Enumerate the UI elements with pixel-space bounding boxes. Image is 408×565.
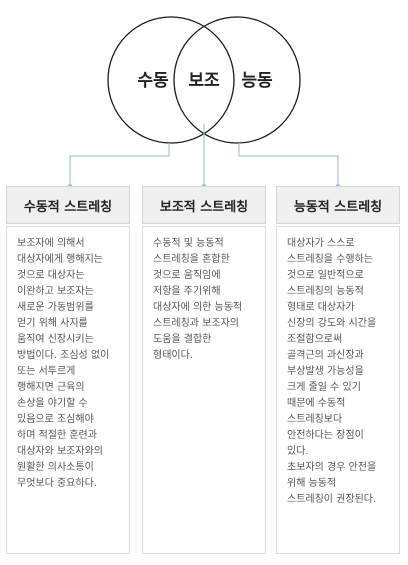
active-stretching-column: 능동적 스트레칭 대상자가 스스로 스트레칭을 수행하는 것으로 일반적으로 스… (276, 186, 400, 554)
venn-label-passive: 수동 (137, 71, 169, 91)
passive-circle (107, 16, 235, 144)
connector-passive (69, 143, 170, 186)
venn-label-assisted: 보조 (188, 71, 220, 91)
assisted-stretching-description: 수동적 및 능동적 스트레칭을 혼합한 것으로 움직임에 저항을 주기위해 대상… (142, 226, 266, 554)
venn-label-active: 능동 (241, 71, 273, 91)
connector-lines (69, 124, 339, 186)
assisted-stretching-column: 보조적 스트레칭 수동적 및 능동적 스트레칭을 혼합한 것으로 움직임에 저항… (142, 186, 266, 554)
active-stretching-description: 대상자가 스스로 스트레칭을 수행하는 것으로 일반적으로 스트레칭의 능동적 … (276, 226, 400, 554)
venn-diagram: 수동 보조 능동 (67, 16, 341, 189)
passive-stretching-title: 수동적 스트레칭 (6, 186, 130, 224)
passive-stretching-description: 보조자에 의해서 대상자에게 행해지는 것으로 대상자는 이완하고 보조자는 새… (6, 226, 130, 554)
active-circle (173, 16, 301, 144)
passive-stretching-column: 수동적 스트레칭 보조자에 의해서 대상자에게 행해지는 것으로 대상자는 이완… (6, 186, 130, 554)
assisted-stretching-title: 보조적 스트레칭 (142, 186, 266, 224)
connector-active (238, 143, 339, 186)
active-stretching-title: 능동적 스트레칭 (276, 186, 400, 224)
